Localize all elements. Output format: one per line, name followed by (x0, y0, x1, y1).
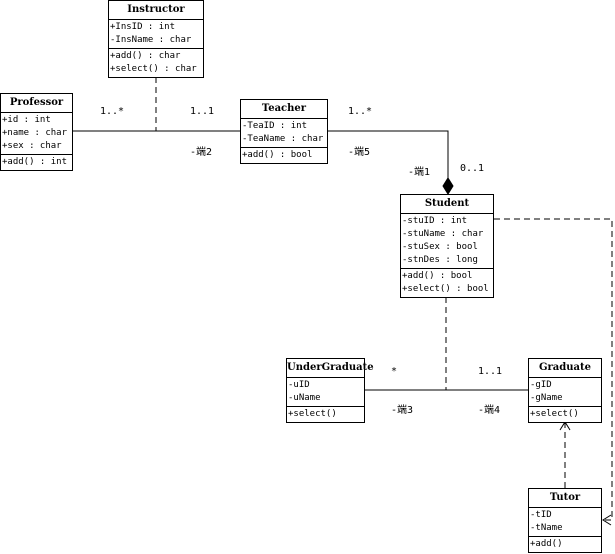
operations-compartment: +select() (529, 407, 601, 422)
attribute: +id : int (2, 115, 51, 125)
attributes-compartment: -TeaID : int -TeaName : char (241, 119, 327, 148)
attributes-compartment: -uID -uName (287, 378, 364, 407)
student-tutor-dependency (494, 218, 613, 521)
operation: +select() (288, 409, 337, 419)
role-label: -端5 (348, 147, 371, 158)
student-class[interactable]: Student -stuID : int -stuName : char -st… (400, 194, 494, 298)
role-label: -端2 (190, 147, 213, 158)
role-label: -端3 (391, 405, 414, 416)
operation: +select() : bool (402, 284, 489, 294)
graduate-class[interactable]: Graduate -gID -gName +select() (528, 358, 602, 423)
tutor-class[interactable]: Tutor -tID -tName +add() (528, 488, 602, 553)
composition-diamond (442, 177, 454, 195)
attribute: -TeaID : int (242, 121, 308, 131)
operations-compartment: +select() (287, 407, 364, 422)
multiplicity-label: 1..* (100, 106, 125, 117)
teacher-class[interactable]: Teacher -TeaID : int -TeaName : char +ad… (240, 99, 328, 164)
attribute: -tID (530, 510, 552, 520)
operation: +select() (530, 409, 579, 419)
role-label: -端4 (478, 405, 501, 416)
attribute: -stuSex : bool (402, 242, 478, 252)
multiplicity-label: * (391, 366, 398, 377)
class-name: Graduate (529, 359, 601, 378)
attributes-compartment: -tID -tName (529, 508, 601, 537)
attribute: -InsName : char (110, 35, 192, 45)
class-name: UnderGraduate (287, 359, 374, 378)
operations-compartment: +add() : char +select() : char (109, 49, 203, 77)
attribute: +sex : char (2, 141, 62, 151)
attribute: -uID (288, 380, 310, 390)
operation: +add() : bool (402, 271, 473, 281)
attribute: -TeaName : char (242, 134, 324, 144)
operation: +add() : char (110, 51, 181, 61)
attributes-compartment: +id : int +name : char +sex : char (1, 113, 72, 155)
class-name: Tutor (529, 489, 601, 508)
attribute: -stnDes : long (402, 255, 478, 265)
attribute: -stuID : int (402, 216, 468, 226)
operations-compartment: +add() : bool (241, 148, 327, 163)
attribute: +InsID : int (110, 22, 176, 32)
class-name: Student (401, 195, 493, 214)
class-name: Professor (1, 94, 72, 113)
operations-compartment: +add() (529, 537, 601, 552)
attribute: -uName (288, 393, 321, 403)
attribute: -gName (530, 393, 563, 403)
multiplicity-label: 1..1 (190, 106, 215, 117)
role-label: -端1 (408, 167, 431, 178)
instructor-class[interactable]: Instructor +InsID : int -InsName : char … (108, 0, 204, 78)
operation: +select() : char (110, 64, 197, 74)
professor-class[interactable]: Professor +id : int +name : char +sex : … (0, 93, 73, 171)
operation: +add() : int (2, 157, 68, 167)
multiplicity-label: 0..1 (460, 163, 485, 174)
attribute: +name : char (2, 128, 68, 138)
class-name: Instructor (109, 1, 203, 20)
attribute: -tName (530, 523, 563, 533)
multiplicity-label: 1..* (348, 106, 373, 117)
teacher-student-composition (328, 130, 449, 190)
attribute: -gID (530, 380, 552, 390)
attributes-compartment: +InsID : int -InsName : char (109, 20, 203, 49)
multiplicity-label: 1..1 (478, 366, 503, 377)
attributes-compartment: -gID -gName (529, 378, 601, 407)
class-name: Teacher (241, 100, 327, 119)
operation: +add() (530, 539, 563, 549)
undergraduate-class[interactable]: UnderGraduate -uID -uName +select() (286, 358, 374, 423)
operations-compartment: +add() : bool +select() : bool (401, 269, 493, 297)
attributes-compartment: -stuID : int -stuName : char -stuSex : b… (401, 214, 493, 269)
attribute: -stuName : char (402, 229, 484, 239)
operation: +add() : bool (242, 150, 313, 160)
operations-compartment: +add() : int (1, 155, 72, 170)
student-tutor-arrowhead (602, 514, 612, 526)
